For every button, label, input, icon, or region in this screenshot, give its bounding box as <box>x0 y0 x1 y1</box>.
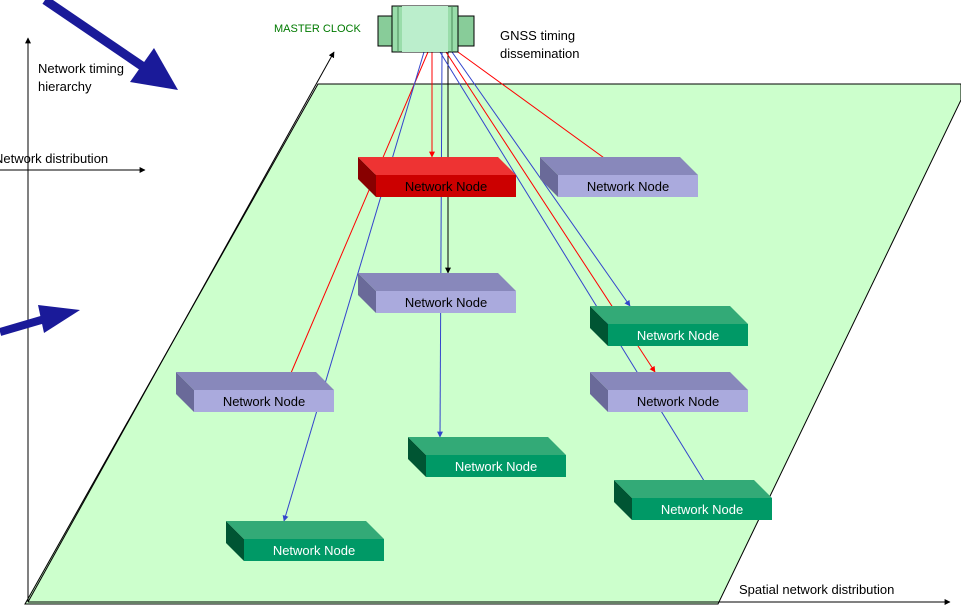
blue-link-to-node-green-bottom-left <box>282 51 425 522</box>
node-top-face <box>176 372 334 390</box>
node-top-face <box>590 306 748 324</box>
node-front-face <box>632 498 772 520</box>
node-purple-top-right: Network Node <box>540 157 698 197</box>
red-link-to-node-purple-left <box>290 51 429 374</box>
node-label: Network Node <box>273 543 355 558</box>
node-label: Network Node <box>661 502 743 517</box>
blue-link-to-node-green-center <box>437 51 444 438</box>
gnss-label-line2: dissemination <box>500 46 580 61</box>
hierarchy-label-line1: Network timing <box>38 61 124 76</box>
node-front-face <box>194 390 334 412</box>
node-side-face <box>176 372 194 412</box>
node-top-face <box>614 480 772 498</box>
hierarchy-label-line2: hierarchy <box>38 79 92 94</box>
node-side-face <box>540 157 558 197</box>
node-top-face <box>358 273 516 291</box>
blue-link-to-node-green-right-2 <box>439 51 715 498</box>
node-top-face <box>226 521 384 539</box>
network-distribution-label: Network distribution <box>0 151 108 166</box>
node-label: Network Node <box>637 394 719 409</box>
node-front-face <box>376 291 516 313</box>
node-purple-right: Network Node <box>590 372 748 412</box>
node-front-face <box>558 175 698 197</box>
master-clock-icon <box>377 5 475 53</box>
node-label: Network Node <box>223 394 305 409</box>
node-front-face <box>426 455 566 477</box>
node-side-face <box>408 437 426 477</box>
node-label: Network Node <box>405 179 487 194</box>
node-green-bottom-left: Network Node <box>226 521 384 561</box>
node-front-face <box>244 539 384 561</box>
node-green-right-2: Network Node <box>614 480 772 520</box>
node-label: Network Node <box>587 179 669 194</box>
node-top-face <box>408 437 566 455</box>
node-side-face <box>226 521 244 561</box>
node-side-face <box>358 157 376 197</box>
node-label: Network Node <box>455 459 537 474</box>
node-purple-center: Network Node <box>358 273 516 313</box>
node-label: Network Node <box>405 295 487 310</box>
big-arrow-middle <box>0 305 80 336</box>
node-front-face <box>376 175 516 197</box>
red-link-to-node-purple-top-right <box>457 51 630 177</box>
big-arrow-top <box>42 0 178 90</box>
depth-axis <box>27 51 335 603</box>
node-front-face <box>608 390 748 412</box>
node-red-top: Network Node <box>358 157 516 197</box>
node-green-right-1: Network Node <box>590 306 748 346</box>
node-green-center: Network Node <box>408 437 566 477</box>
node-front-face <box>608 324 748 346</box>
node-side-face <box>358 273 376 313</box>
master-clock-label: MASTER CLOCK <box>274 23 361 35</box>
node-purple-left: Network Node <box>176 372 334 412</box>
node-side-face <box>614 480 632 520</box>
spatial-distribution-label: Spatial network distribution <box>739 582 894 597</box>
node-top-face <box>540 157 698 175</box>
node-top-face <box>358 157 516 175</box>
node-top-face <box>590 372 748 390</box>
node-side-face <box>590 306 608 346</box>
network-plane <box>24 83 961 605</box>
gnss-label-line1: GNSS timing <box>500 28 575 43</box>
node-label: Network Node <box>637 328 719 343</box>
node-side-face <box>590 372 608 412</box>
